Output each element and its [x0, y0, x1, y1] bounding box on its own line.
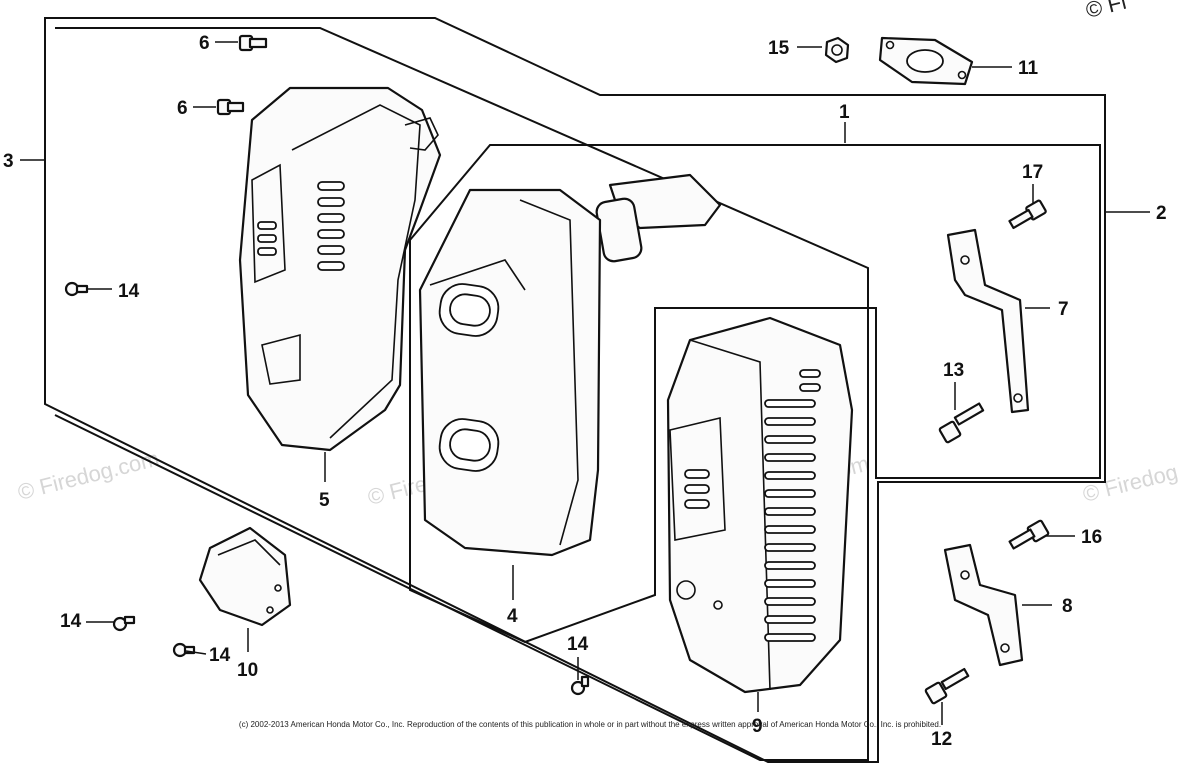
part-number-13: 13 — [943, 360, 964, 381]
inner-group-frame-3 — [54, 27, 869, 761]
callout-14-left: 14 — [86, 281, 140, 302]
callout-12: 12 — [931, 702, 952, 750]
callout-5: 5 — [319, 452, 330, 511]
part-number-4: 4 — [507, 606, 518, 627]
callout-9: 9 — [752, 692, 763, 737]
part-number-14: 14 — [209, 645, 231, 666]
callout-14-center: 14 — [567, 634, 589, 680]
part-number-17: 17 — [1022, 162, 1043, 183]
screw-14-bottom-left — [112, 615, 136, 632]
nut — [824, 36, 850, 64]
watermark-corner: © Fi — [1083, 0, 1128, 23]
callout-1: 1 — [839, 102, 850, 143]
outer-group-frame — [44, 17, 1106, 763]
part-number-3: 3 — [3, 151, 14, 172]
muffler-protector-front — [666, 316, 854, 694]
bolt-12 — [924, 667, 970, 705]
part-number-9: 9 — [752, 716, 763, 737]
callout-17: 17 — [1022, 162, 1043, 203]
part-number-11: 11 — [1018, 58, 1039, 79]
callout-7: 7 — [1025, 299, 1069, 320]
fasteners — [64, 34, 1050, 705]
part-number-6: 6 — [177, 98, 188, 119]
part-number-14: 14 — [567, 634, 589, 655]
part-number-7: 7 — [1058, 299, 1069, 320]
part-number-12: 12 — [931, 729, 952, 750]
part-number-16: 16 — [1081, 527, 1102, 548]
callout-6-side: 6 — [177, 98, 216, 119]
callout-13: 13 — [943, 360, 964, 410]
callout-14-bottom-left: 14 — [60, 611, 114, 632]
callout-8: 8 — [1022, 596, 1073, 617]
screw-14-cap — [172, 642, 196, 658]
part-number-15: 15 — [768, 38, 790, 59]
stay-upper — [946, 228, 1030, 414]
callout-15: 15 — [768, 38, 822, 59]
part-number-6: 6 — [199, 33, 210, 54]
callout-16: 16 — [1046, 527, 1102, 548]
muffler-body — [418, 173, 722, 557]
gasket — [878, 36, 974, 86]
callout-6-top: 6 — [199, 33, 238, 54]
callout-14-cap: 14 — [185, 645, 231, 666]
screw-14-left — [64, 281, 89, 297]
callout-2: 2 — [1106, 203, 1167, 224]
callout-3: 3 — [3, 151, 44, 172]
callout-11: 11 — [972, 58, 1039, 79]
callout-10: 10 — [237, 628, 258, 681]
copyright-notice: (c) 2002-2013 American Honda Motor Co., … — [238, 720, 942, 729]
part-number-10: 10 — [237, 660, 258, 681]
screw-14-center — [570, 675, 590, 696]
bolt-6-side — [216, 98, 245, 116]
bolt-16 — [1008, 519, 1050, 550]
part-number-2: 2 — [1156, 203, 1167, 224]
part-number-8: 8 — [1062, 596, 1073, 617]
bolt-17 — [1008, 199, 1047, 230]
part-number-5: 5 — [319, 490, 330, 511]
bolt-6-top — [238, 34, 268, 52]
spark-arrester-cap — [198, 526, 292, 627]
callout-4: 4 — [507, 565, 518, 627]
muffler-protector-rear — [238, 86, 442, 452]
part-number-14: 14 — [60, 611, 82, 632]
part-number-14: 14 — [118, 281, 140, 302]
part-number-1: 1 — [839, 102, 850, 123]
bolt-13 — [938, 402, 985, 444]
group-frames — [44, 17, 1106, 763]
watermark: © Firedog.com — [15, 446, 161, 505]
stay-lower — [943, 543, 1024, 667]
inner-group-frame-1 — [409, 144, 1101, 644]
